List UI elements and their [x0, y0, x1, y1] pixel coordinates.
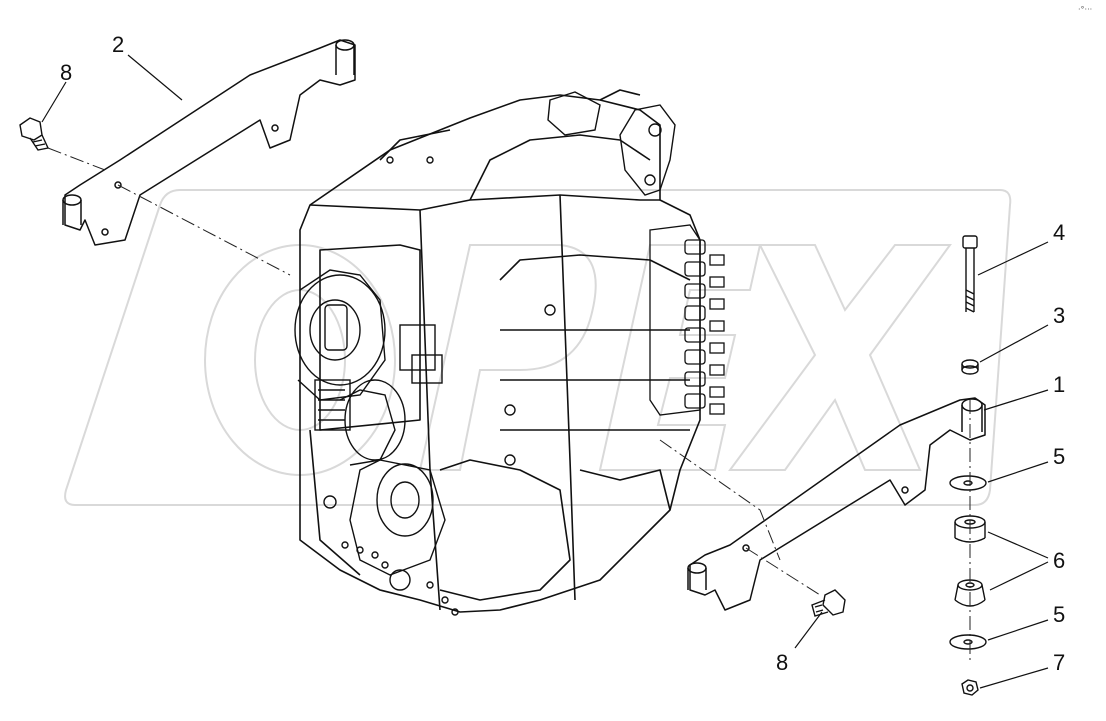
top-bracket [547, 91, 676, 196]
washer-part-5-lower [949, 634, 987, 650]
callout-8-lower: 8 [776, 650, 788, 675]
leader-4 [977, 241, 1049, 276]
watermark-outline [64, 189, 1012, 506]
leader-6b [989, 561, 1049, 591]
solenoid-connectors [684, 239, 725, 415]
leader-3 [979, 324, 1049, 363]
callout-8-upper: 8 [60, 60, 72, 85]
callout-5-lower: 5 [1053, 602, 1065, 627]
nut-part-7 [961, 679, 979, 696]
leader-2 [127, 54, 183, 101]
washer-part-3 [961, 359, 979, 375]
callout-2: 2 [112, 32, 124, 57]
watermark-letter-x [728, 244, 952, 471]
bolt-part-4 [962, 235, 978, 313]
callout-4: 4 [1053, 220, 1065, 245]
watermark [64, 189, 1012, 506]
front-cover [294, 156, 556, 616]
transmission-housing [299, 89, 701, 613]
callout-6: 6 [1053, 548, 1065, 573]
leader-5-upper [987, 461, 1049, 483]
bolt-part-8-upper [19, 117, 50, 151]
bolt-part-8-lower [811, 589, 846, 617]
callout-1: 1 [1053, 372, 1065, 397]
corner-mark: ·°··· [1078, 5, 1092, 14]
bracket-part-2 [62, 39, 356, 246]
callout-labels: 2 8 4 3 1 5 6 5 8 7 [60, 32, 1065, 675]
assembly-centerlines [47, 147, 971, 660]
bracket-part-1 [687, 397, 986, 611]
leader-8-lower [794, 611, 823, 649]
callout-5-upper: 5 [1053, 444, 1065, 469]
leader-1 [983, 389, 1049, 411]
callout-3: 3 [1053, 303, 1065, 328]
leader-lines [41, 54, 1049, 689]
washer-part-5-upper [949, 475, 987, 491]
callout-7: 7 [1053, 650, 1065, 675]
leader-6a [987, 531, 1049, 559]
valve-block [649, 224, 725, 416]
leader-7 [979, 667, 1049, 689]
watermark-letter-p [418, 244, 597, 471]
leader-5-lower [987, 619, 1049, 641]
watermark-letter-e [598, 244, 762, 471]
leader-8-upper [41, 81, 67, 123]
